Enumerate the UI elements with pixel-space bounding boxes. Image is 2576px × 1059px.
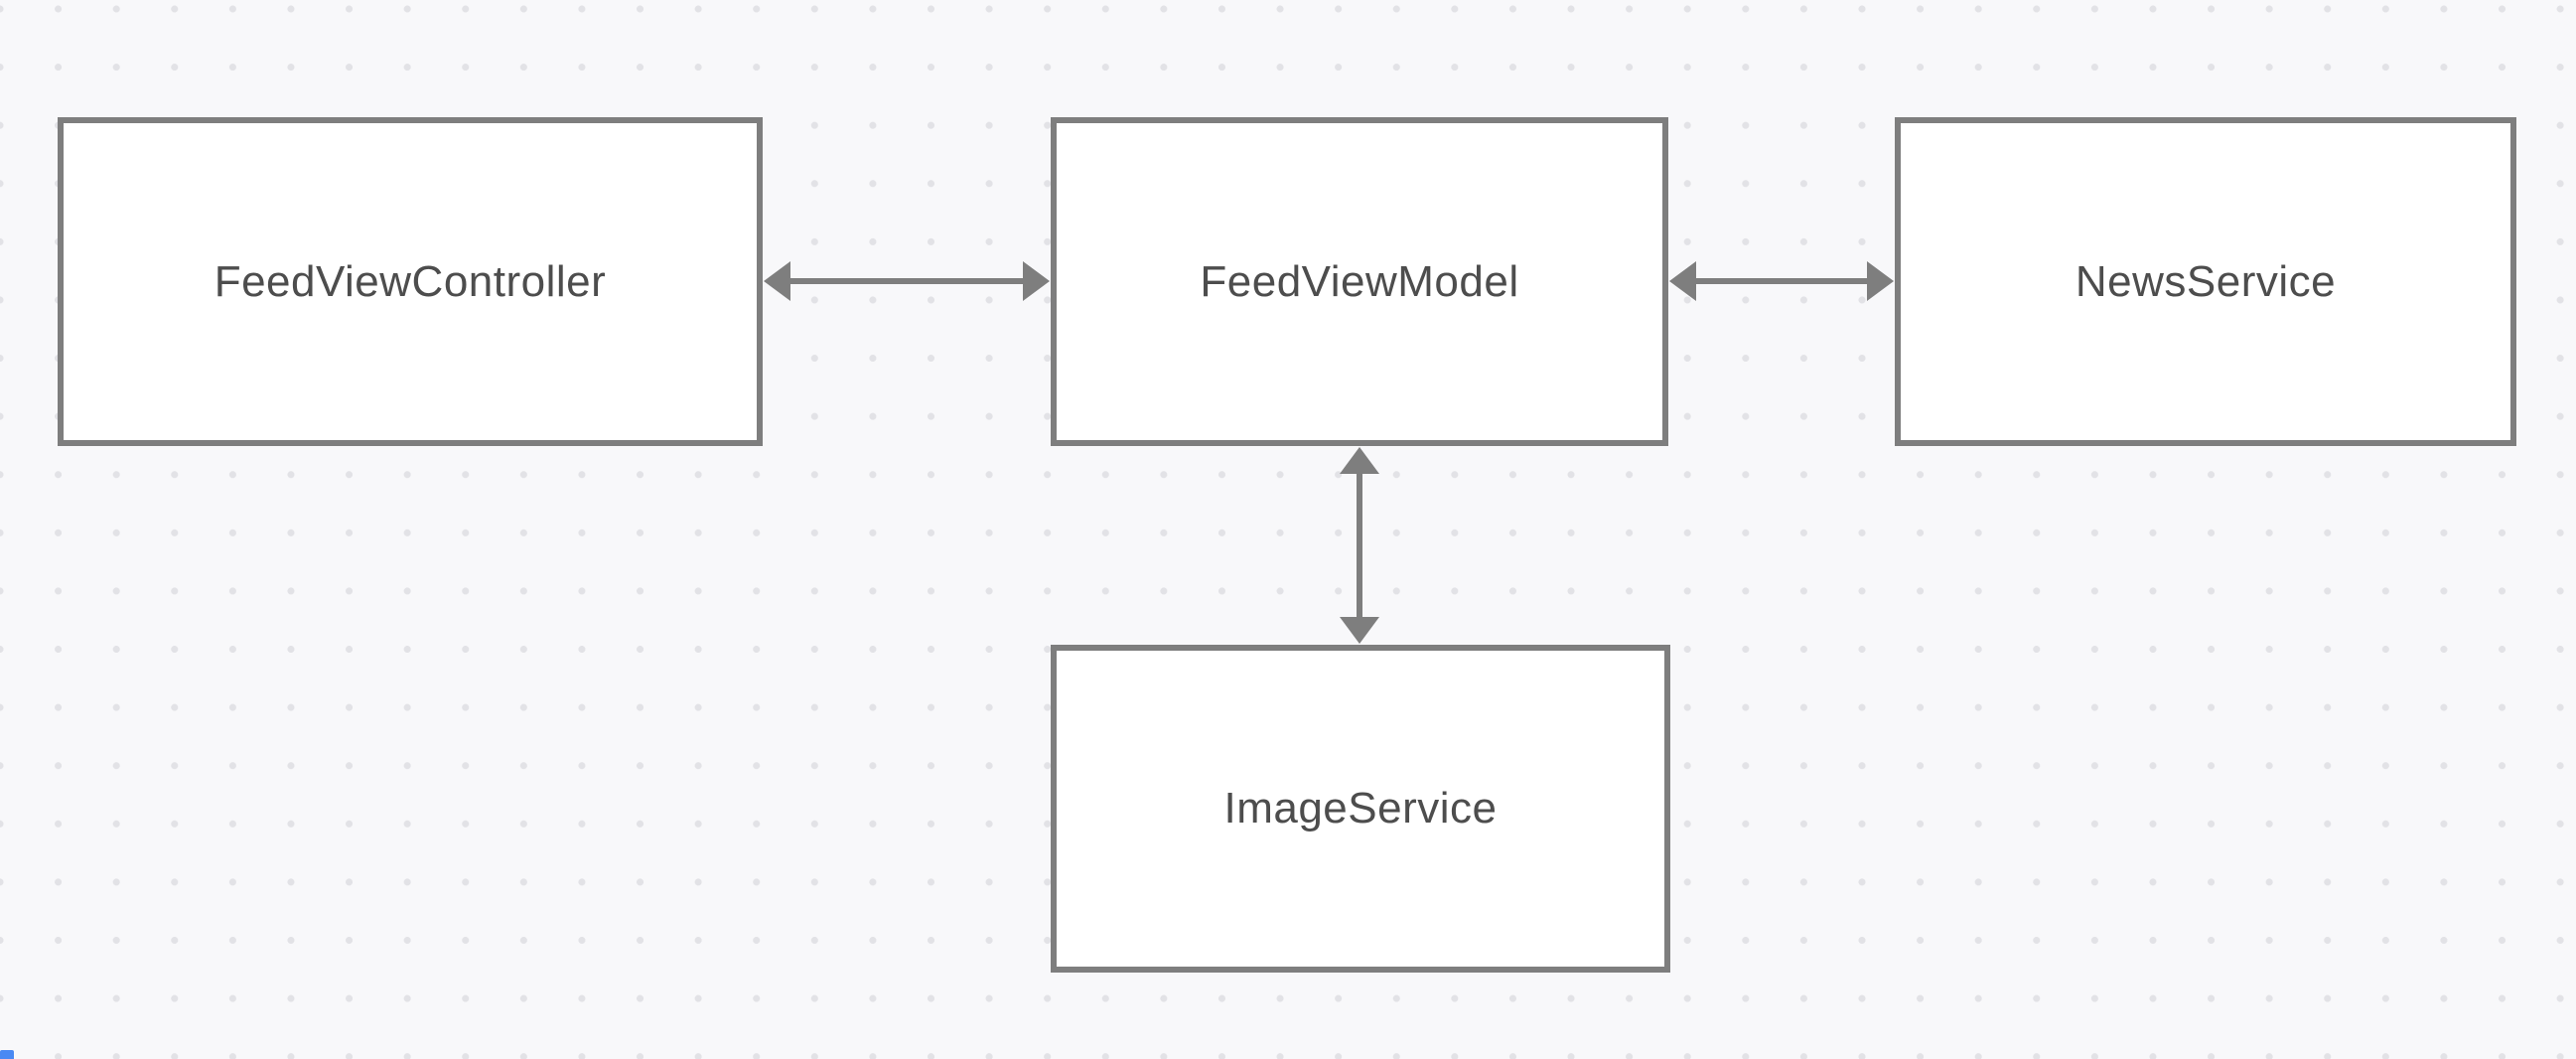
- arrow-feedviewmodel-imageservice[interactable]: [1340, 447, 1379, 644]
- node-label: FeedViewController: [214, 256, 607, 306]
- arrowhead-left-icon: [1669, 261, 1696, 301]
- arrowhead-down-icon: [1340, 617, 1379, 644]
- node-feedviewmodel[interactable]: FeedViewModel: [1051, 117, 1668, 446]
- arrow-feedviewcontroller-feedviewmodel[interactable]: [764, 261, 1050, 301]
- node-feedviewcontroller[interactable]: FeedViewController: [58, 117, 763, 446]
- arrowhead-up-icon: [1340, 447, 1379, 474]
- bottom-left-blue-ui-fragment: [0, 1050, 14, 1059]
- node-label: ImageService: [1223, 784, 1498, 832]
- arrowhead-right-icon: [1023, 261, 1050, 301]
- node-newsservice[interactable]: NewsService: [1895, 117, 2516, 446]
- node-label: FeedViewModel: [1200, 256, 1519, 306]
- arrowhead-left-icon: [764, 261, 790, 301]
- arrow-feedviewmodel-newsservice[interactable]: [1669, 261, 1894, 301]
- node-imageservice[interactable]: ImageService: [1051, 645, 1670, 973]
- node-label: NewsService: [2075, 256, 2337, 306]
- arrowhead-right-icon: [1867, 261, 1894, 301]
